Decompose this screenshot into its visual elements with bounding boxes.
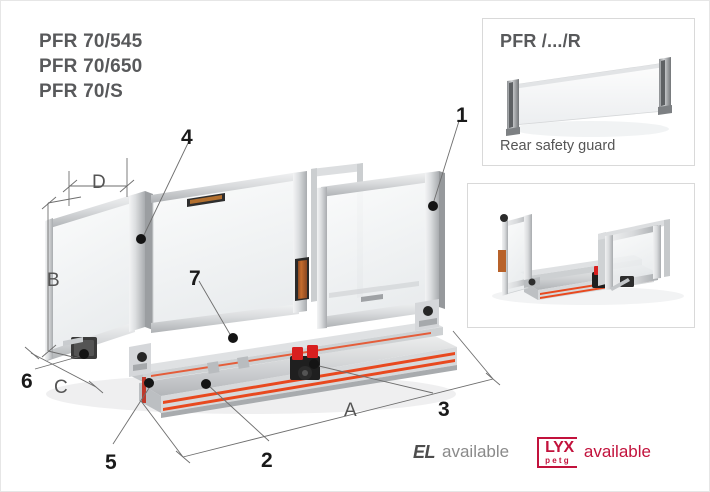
inset-title-rear-guard: PFR /.../R bbox=[500, 31, 582, 51]
callout-7: 7 bbox=[189, 267, 201, 290]
lyx-available-label: available bbox=[583, 442, 651, 461]
callout-5: 5 bbox=[105, 451, 117, 474]
badge-lyx-available: LYX petg available bbox=[537, 436, 651, 468]
dimension-label-a: A bbox=[344, 400, 357, 421]
rear-guard-artwork bbox=[483, 19, 694, 165]
dimension-label-d: D bbox=[92, 172, 106, 193]
availability-badges: EL available LYX petg available bbox=[413, 436, 651, 468]
model-name-1: PFR 70/545 bbox=[39, 31, 143, 52]
inset-open-configuration bbox=[467, 183, 695, 328]
callout-2: 2 bbox=[261, 449, 273, 472]
dimension-label-c: C bbox=[54, 377, 68, 398]
model-name-2: PFR 70/650 bbox=[39, 56, 143, 78]
callout-1: 1 bbox=[456, 104, 468, 127]
main-product-illustration bbox=[11, 151, 471, 451]
lyx-logo-submark: petg bbox=[545, 455, 571, 465]
lyx-logo-wordmark: LYX bbox=[545, 438, 574, 456]
dimension-label-b: B bbox=[47, 270, 60, 291]
page-title: PFR 70/545 PFR 70/650 PFR 70/S bbox=[39, 29, 142, 104]
el-logo: EL bbox=[413, 441, 436, 462]
el-available-label: available bbox=[442, 442, 510, 461]
model-name-3: PFR 70/S bbox=[39, 81, 123, 103]
inset-caption-rear-guard: Rear safety guard bbox=[500, 138, 616, 154]
callout-3: 3 bbox=[438, 398, 450, 421]
callout-4: 4 bbox=[181, 126, 193, 149]
badge-el-available: EL available bbox=[413, 442, 509, 463]
callout-6: 6 bbox=[21, 370, 33, 393]
inset-rear-safety-guard: PFR /.../R bbox=[482, 18, 695, 166]
open-configuration-artwork bbox=[468, 184, 694, 327]
lyx-logo: LYX petg bbox=[537, 436, 577, 468]
